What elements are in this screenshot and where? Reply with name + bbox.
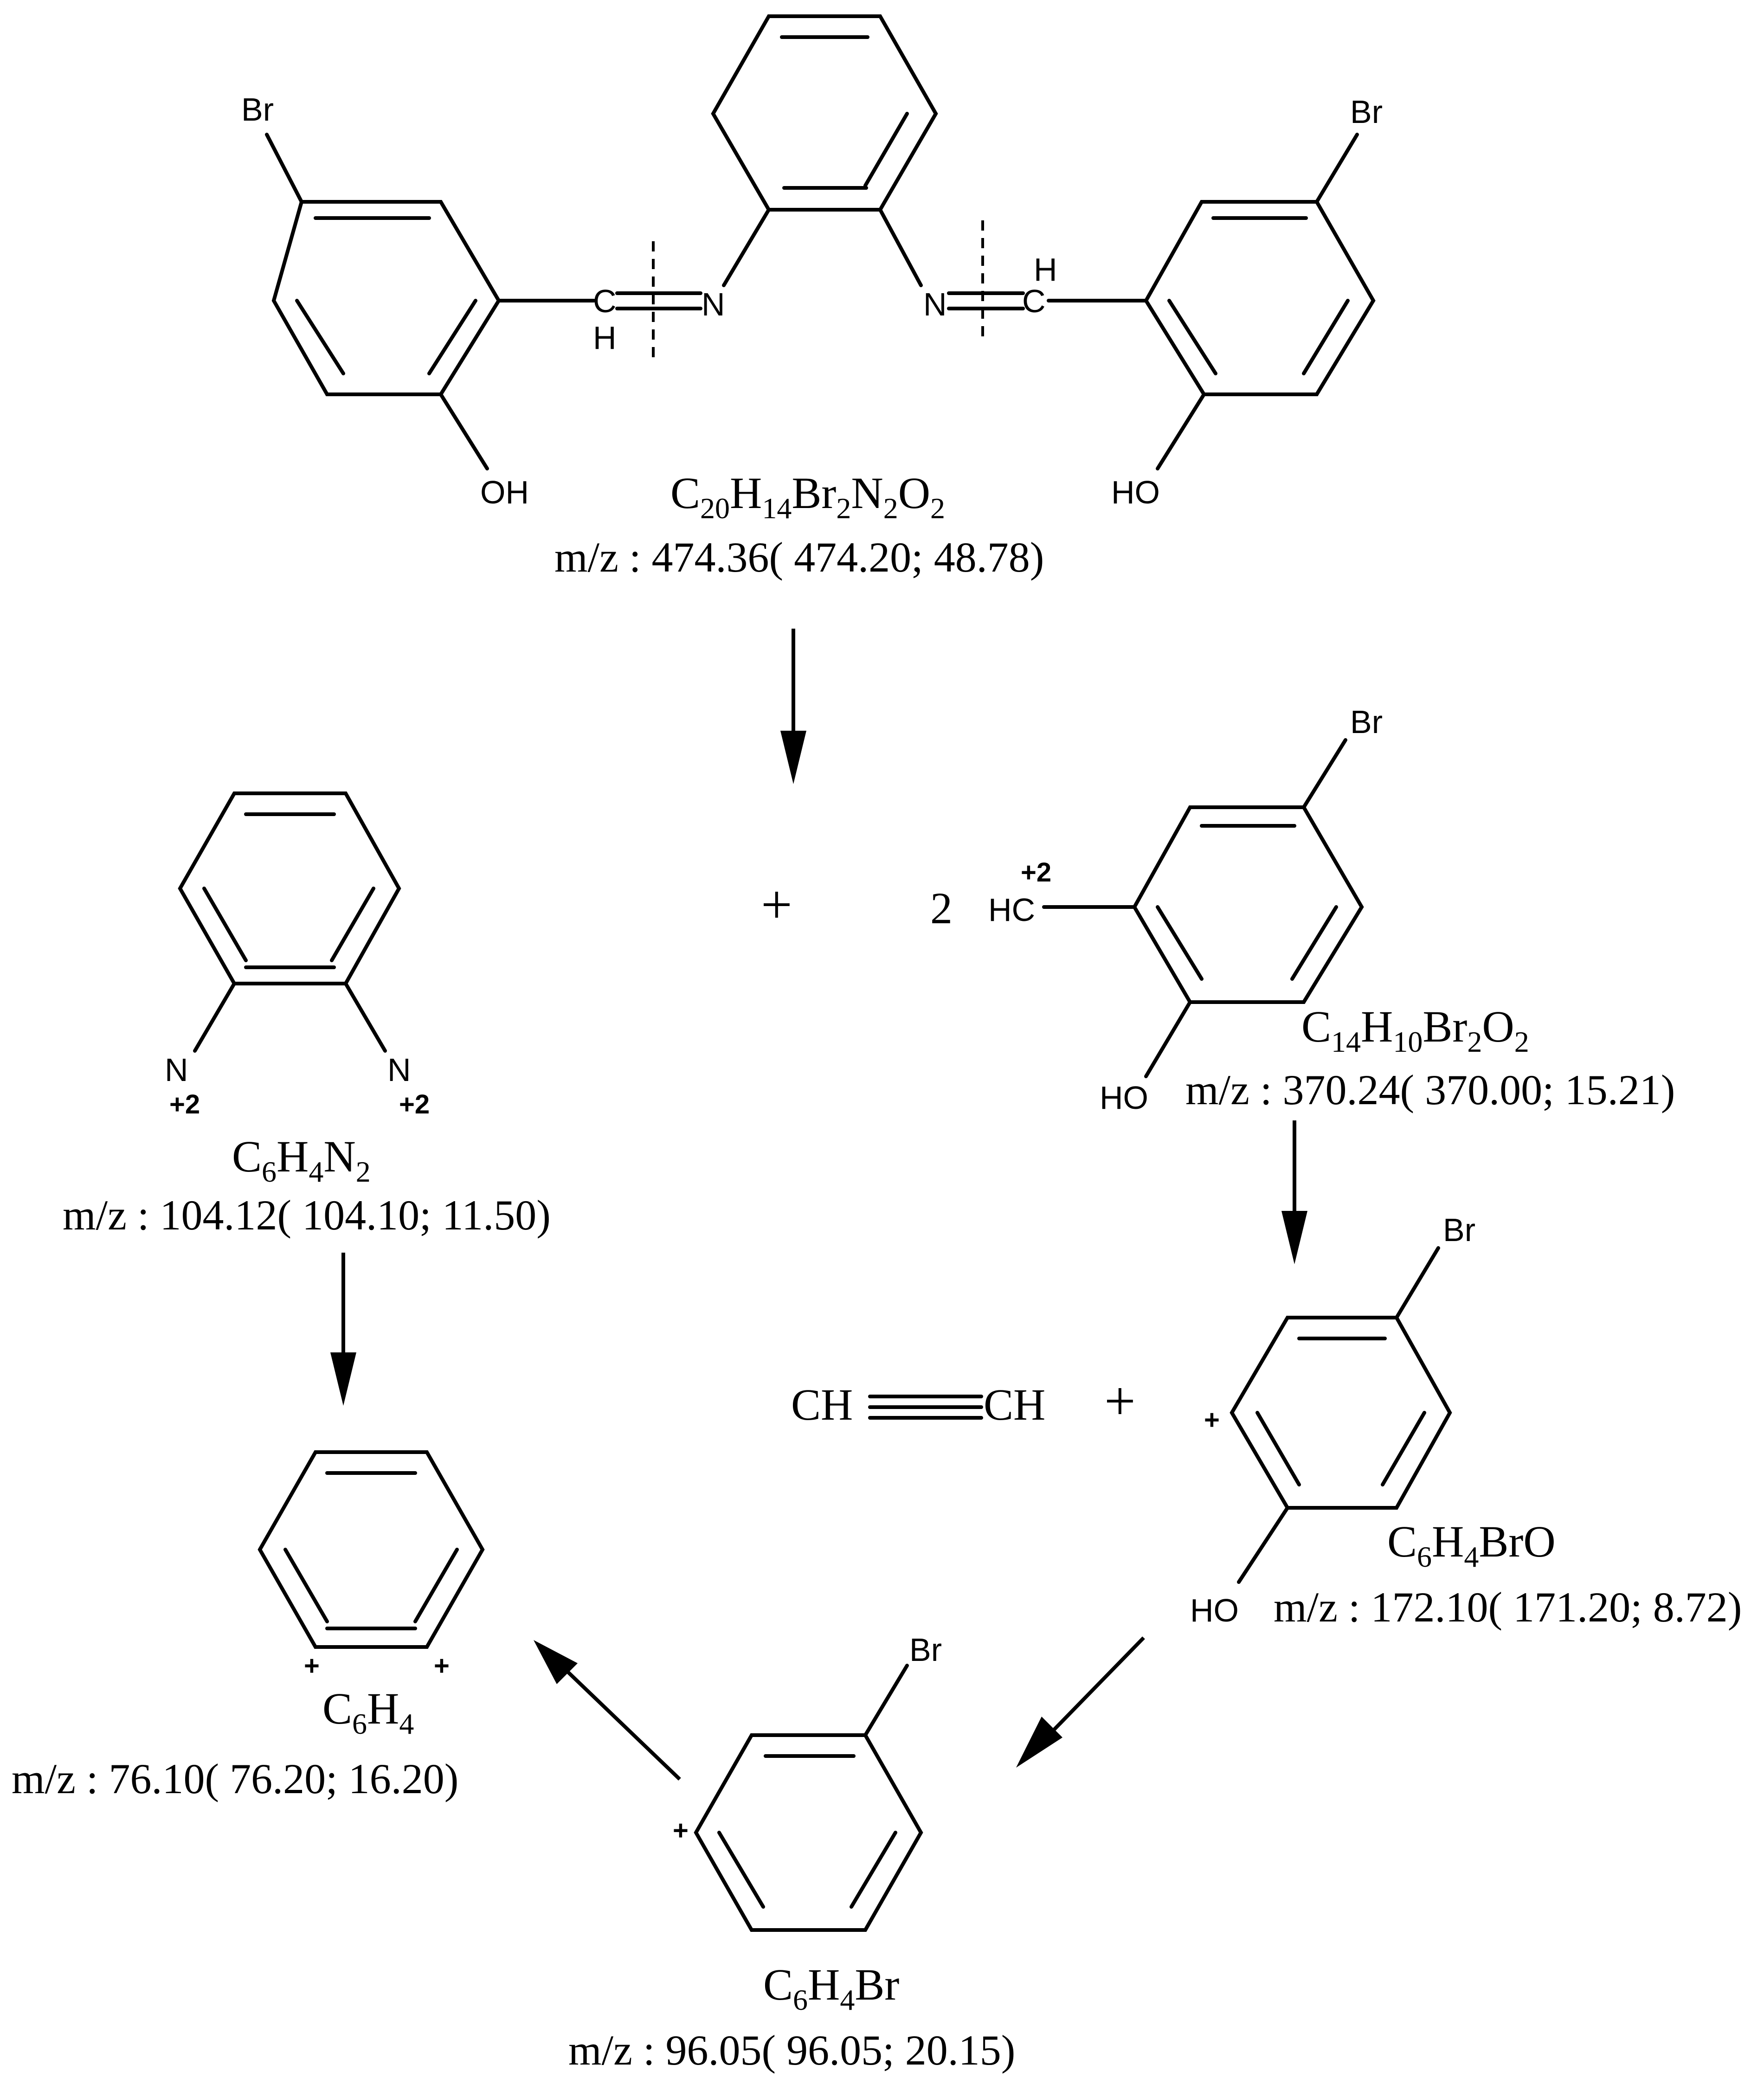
bond-ion-ho bbox=[1237, 1506, 1289, 1584]
atom-ho-dimer: HO bbox=[1100, 1080, 1148, 1116]
atom-ho-right: HO bbox=[1111, 474, 1160, 510]
atom-n-left: N bbox=[702, 286, 725, 322]
parent-formula: C20H14Br2N2O2 bbox=[670, 468, 945, 525]
bromobenzene-ion-formula: C6H4Br bbox=[763, 1960, 899, 2016]
bond-ring-to-n-right bbox=[878, 208, 923, 287]
charge-n1: +2 bbox=[169, 1089, 200, 1119]
diazo-fragment: N +2 N +2 C6H4N2 m/z : 104.12( 104.10; 1… bbox=[63, 791, 551, 1239]
arrow-diazo-down bbox=[330, 1253, 356, 1406]
charge-ion: + bbox=[1204, 1405, 1220, 1435]
bond-right-ho bbox=[1156, 392, 1206, 470]
atom-ho-ion: HO bbox=[1190, 1592, 1239, 1628]
charge-n2: +2 bbox=[399, 1089, 430, 1119]
benzyne-ion-mz: m/z : 76.10( 76.20; 16.20) bbox=[12, 1755, 458, 1802]
central-benzene-ring bbox=[711, 14, 938, 212]
bond-bromobenzene-br bbox=[863, 1664, 909, 1737]
atom-hc: HC bbox=[988, 892, 1035, 928]
bond-n2 bbox=[344, 982, 387, 1053]
parent-mz: m/z : 474.36( 474.20; 48.78) bbox=[554, 534, 1044, 581]
bromobenzene-ion-ring bbox=[694, 1733, 923, 1932]
atom-n2: N bbox=[387, 1052, 411, 1088]
bond-left-oh bbox=[439, 392, 489, 470]
parent-molecule: Br OH C H N Br HO C H N C20H14Br2N2O2 m/… bbox=[241, 14, 1383, 581]
bond-right-br bbox=[1315, 133, 1359, 204]
arrow-bromobenzene-to-benzyne bbox=[534, 1640, 681, 1781]
bromobenzene-ion: Br + C6H4Br m/z : 96.05( 96.05; 20.15) bbox=[568, 1632, 1015, 2074]
benzyne-ion-formula: C6H4 bbox=[322, 1684, 414, 1740]
dimer-mz: m/z : 370.24( 370.00; 15.21) bbox=[1185, 1066, 1675, 1113]
bond-ion-br bbox=[1395, 1246, 1440, 1319]
bromophenol-ion-formula: C6H4BrO bbox=[1387, 1517, 1556, 1573]
right-aryl-ring bbox=[1144, 200, 1376, 396]
bond-dimer-br bbox=[1302, 738, 1347, 809]
charge-hc: +2 bbox=[1021, 857, 1051, 888]
atom-c-left: C bbox=[593, 283, 617, 319]
atom-n1: N bbox=[165, 1052, 188, 1088]
charge-benzyne-2: + bbox=[434, 1651, 450, 1681]
diazo-mz: m/z : 104.12( 104.10; 11.50) bbox=[63, 1191, 551, 1239]
arrow-dimer-down bbox=[1281, 1120, 1307, 1264]
diazo-ring bbox=[178, 791, 401, 985]
atom-br-right: Br bbox=[1350, 94, 1383, 130]
acetylene: CH CH bbox=[791, 1380, 1045, 1429]
atom-h-left: H bbox=[593, 320, 617, 356]
atom-br-ion: Br bbox=[1443, 1212, 1475, 1248]
bond-dimer-ho bbox=[1144, 1000, 1192, 1078]
bond-left-br bbox=[265, 133, 303, 204]
plus-sign-mid: + bbox=[1104, 1370, 1136, 1432]
bond-ring-to-n-left bbox=[722, 208, 771, 287]
arrow-parent-down bbox=[780, 629, 806, 784]
atom-br-dimer: Br bbox=[1350, 704, 1383, 740]
left-aryl-ring bbox=[271, 200, 501, 396]
plus-sign-top: + bbox=[761, 874, 792, 935]
benzyne-ring bbox=[258, 1450, 485, 1649]
charge-bromobenzene: + bbox=[673, 1815, 689, 1846]
atom-h-right: H bbox=[1034, 251, 1057, 288]
arrow-ion-to-bromobenzene bbox=[1016, 1636, 1145, 1768]
benzyne-ion: + + C6H4 m/z : 76.10( 76.20; 16.20) bbox=[12, 1450, 485, 1802]
acetylene-left: CH bbox=[791, 1380, 853, 1429]
atom-br-left: Br bbox=[241, 91, 274, 128]
bromophenol-ion: Br HO + C6H4BrO m/z : 172.10( 171.20; 8.… bbox=[1190, 1212, 1742, 1631]
atom-oh-left: OH bbox=[480, 474, 529, 510]
atom-c-right: C bbox=[1022, 283, 1046, 319]
dimer-coefficient: 2 bbox=[930, 883, 953, 933]
diazo-formula: C6H4N2 bbox=[232, 1132, 371, 1188]
acetylene-right: CH bbox=[984, 1380, 1045, 1429]
bromophenol-ion-mz: m/z : 172.10( 171.20; 8.72) bbox=[1274, 1583, 1742, 1631]
atom-br-bromobenzene: Br bbox=[909, 1632, 942, 1668]
charge-benzyne-1: + bbox=[304, 1651, 320, 1681]
bromobenzene-ion-mz: m/z : 96.05( 96.05; 20.15) bbox=[568, 2027, 1015, 2074]
bromophenol-ion-ring bbox=[1230, 1316, 1452, 1510]
dimer-formula: C14H10Br2O2 bbox=[1301, 1002, 1529, 1058]
bromophenol-dimer-fragment: 2 HC +2 Br HO C14H10Br2O2 m/z : 370.24( … bbox=[930, 704, 1675, 1116]
dimer-ring bbox=[1132, 805, 1364, 1004]
bond-n1 bbox=[193, 982, 236, 1053]
atom-n-right: N bbox=[923, 286, 947, 322]
